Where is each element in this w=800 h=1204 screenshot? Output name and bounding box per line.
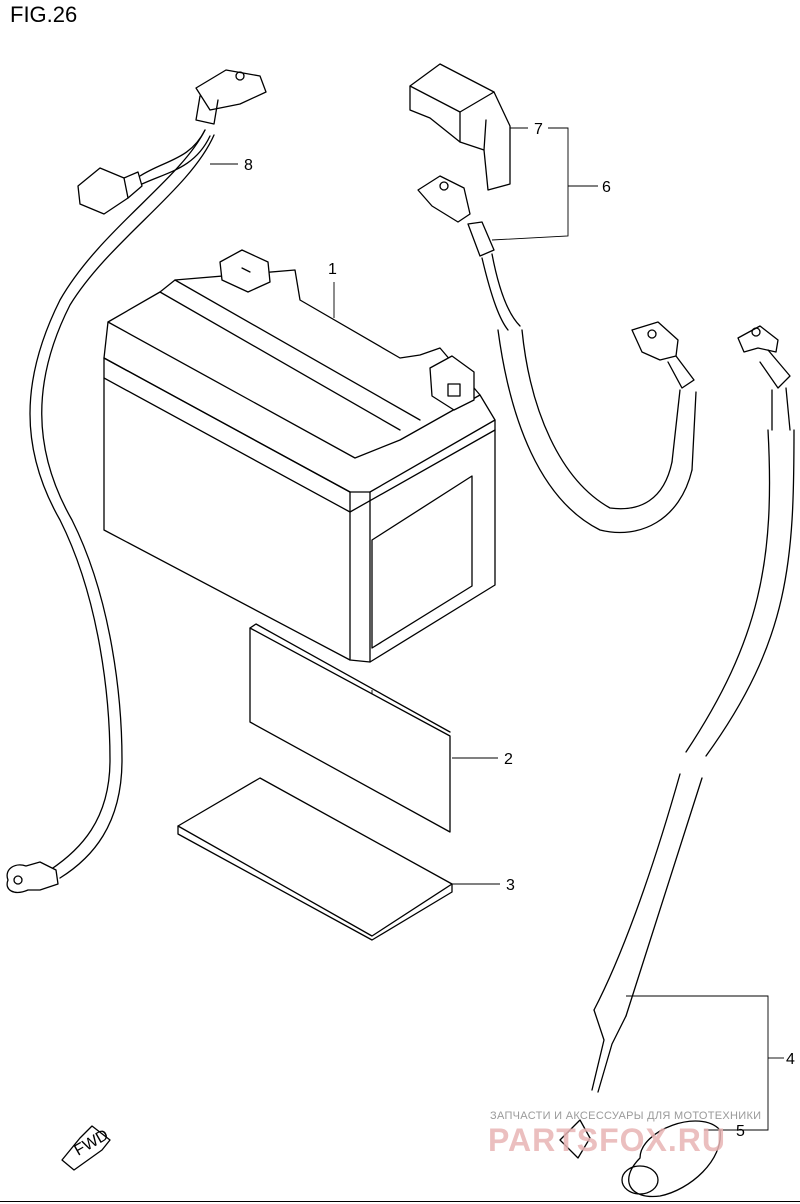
battery[interactable] — [103, 249, 496, 663]
callout-1: 1 — [328, 261, 337, 278]
callout-4: 4 — [786, 1051, 795, 1068]
battery-cable-lower[interactable] — [559, 325, 795, 1159]
watermark-brand: PARTSFOX.RU — [488, 1122, 726, 1158]
terminal-cover[interactable] — [621, 1120, 721, 1198]
bottom-border-line — [0, 1201, 800, 1202]
callout-7: 7 — [534, 121, 543, 138]
callout-6: 6 — [602, 179, 611, 196]
callout-5: 5 — [736, 1123, 745, 1140]
battery-lead-wire[interactable] — [6, 69, 267, 894]
callout-2: 2 — [504, 751, 513, 768]
figure-title: FIG.26 — [10, 2, 78, 27]
battery-pad-upper[interactable] — [249, 623, 451, 833]
callout-8: 8 — [244, 157, 253, 174]
callout-3: 3 — [506, 877, 515, 894]
battery-cable-upper[interactable] — [417, 175, 697, 534]
terminal-cap[interactable] — [409, 63, 511, 191]
forward-arrow-icon: FWD — [61, 1125, 112, 1171]
leader-lines — [210, 127, 784, 1131]
watermark-subtitle: ЗАПЧАСТИ И АКСЕССУАРЫ ДЛЯ МОТОТЕХНИКИ — [490, 1110, 762, 1122]
callout-numbers: 1 2 3 4 5 6 7 8 — [244, 121, 795, 1140]
